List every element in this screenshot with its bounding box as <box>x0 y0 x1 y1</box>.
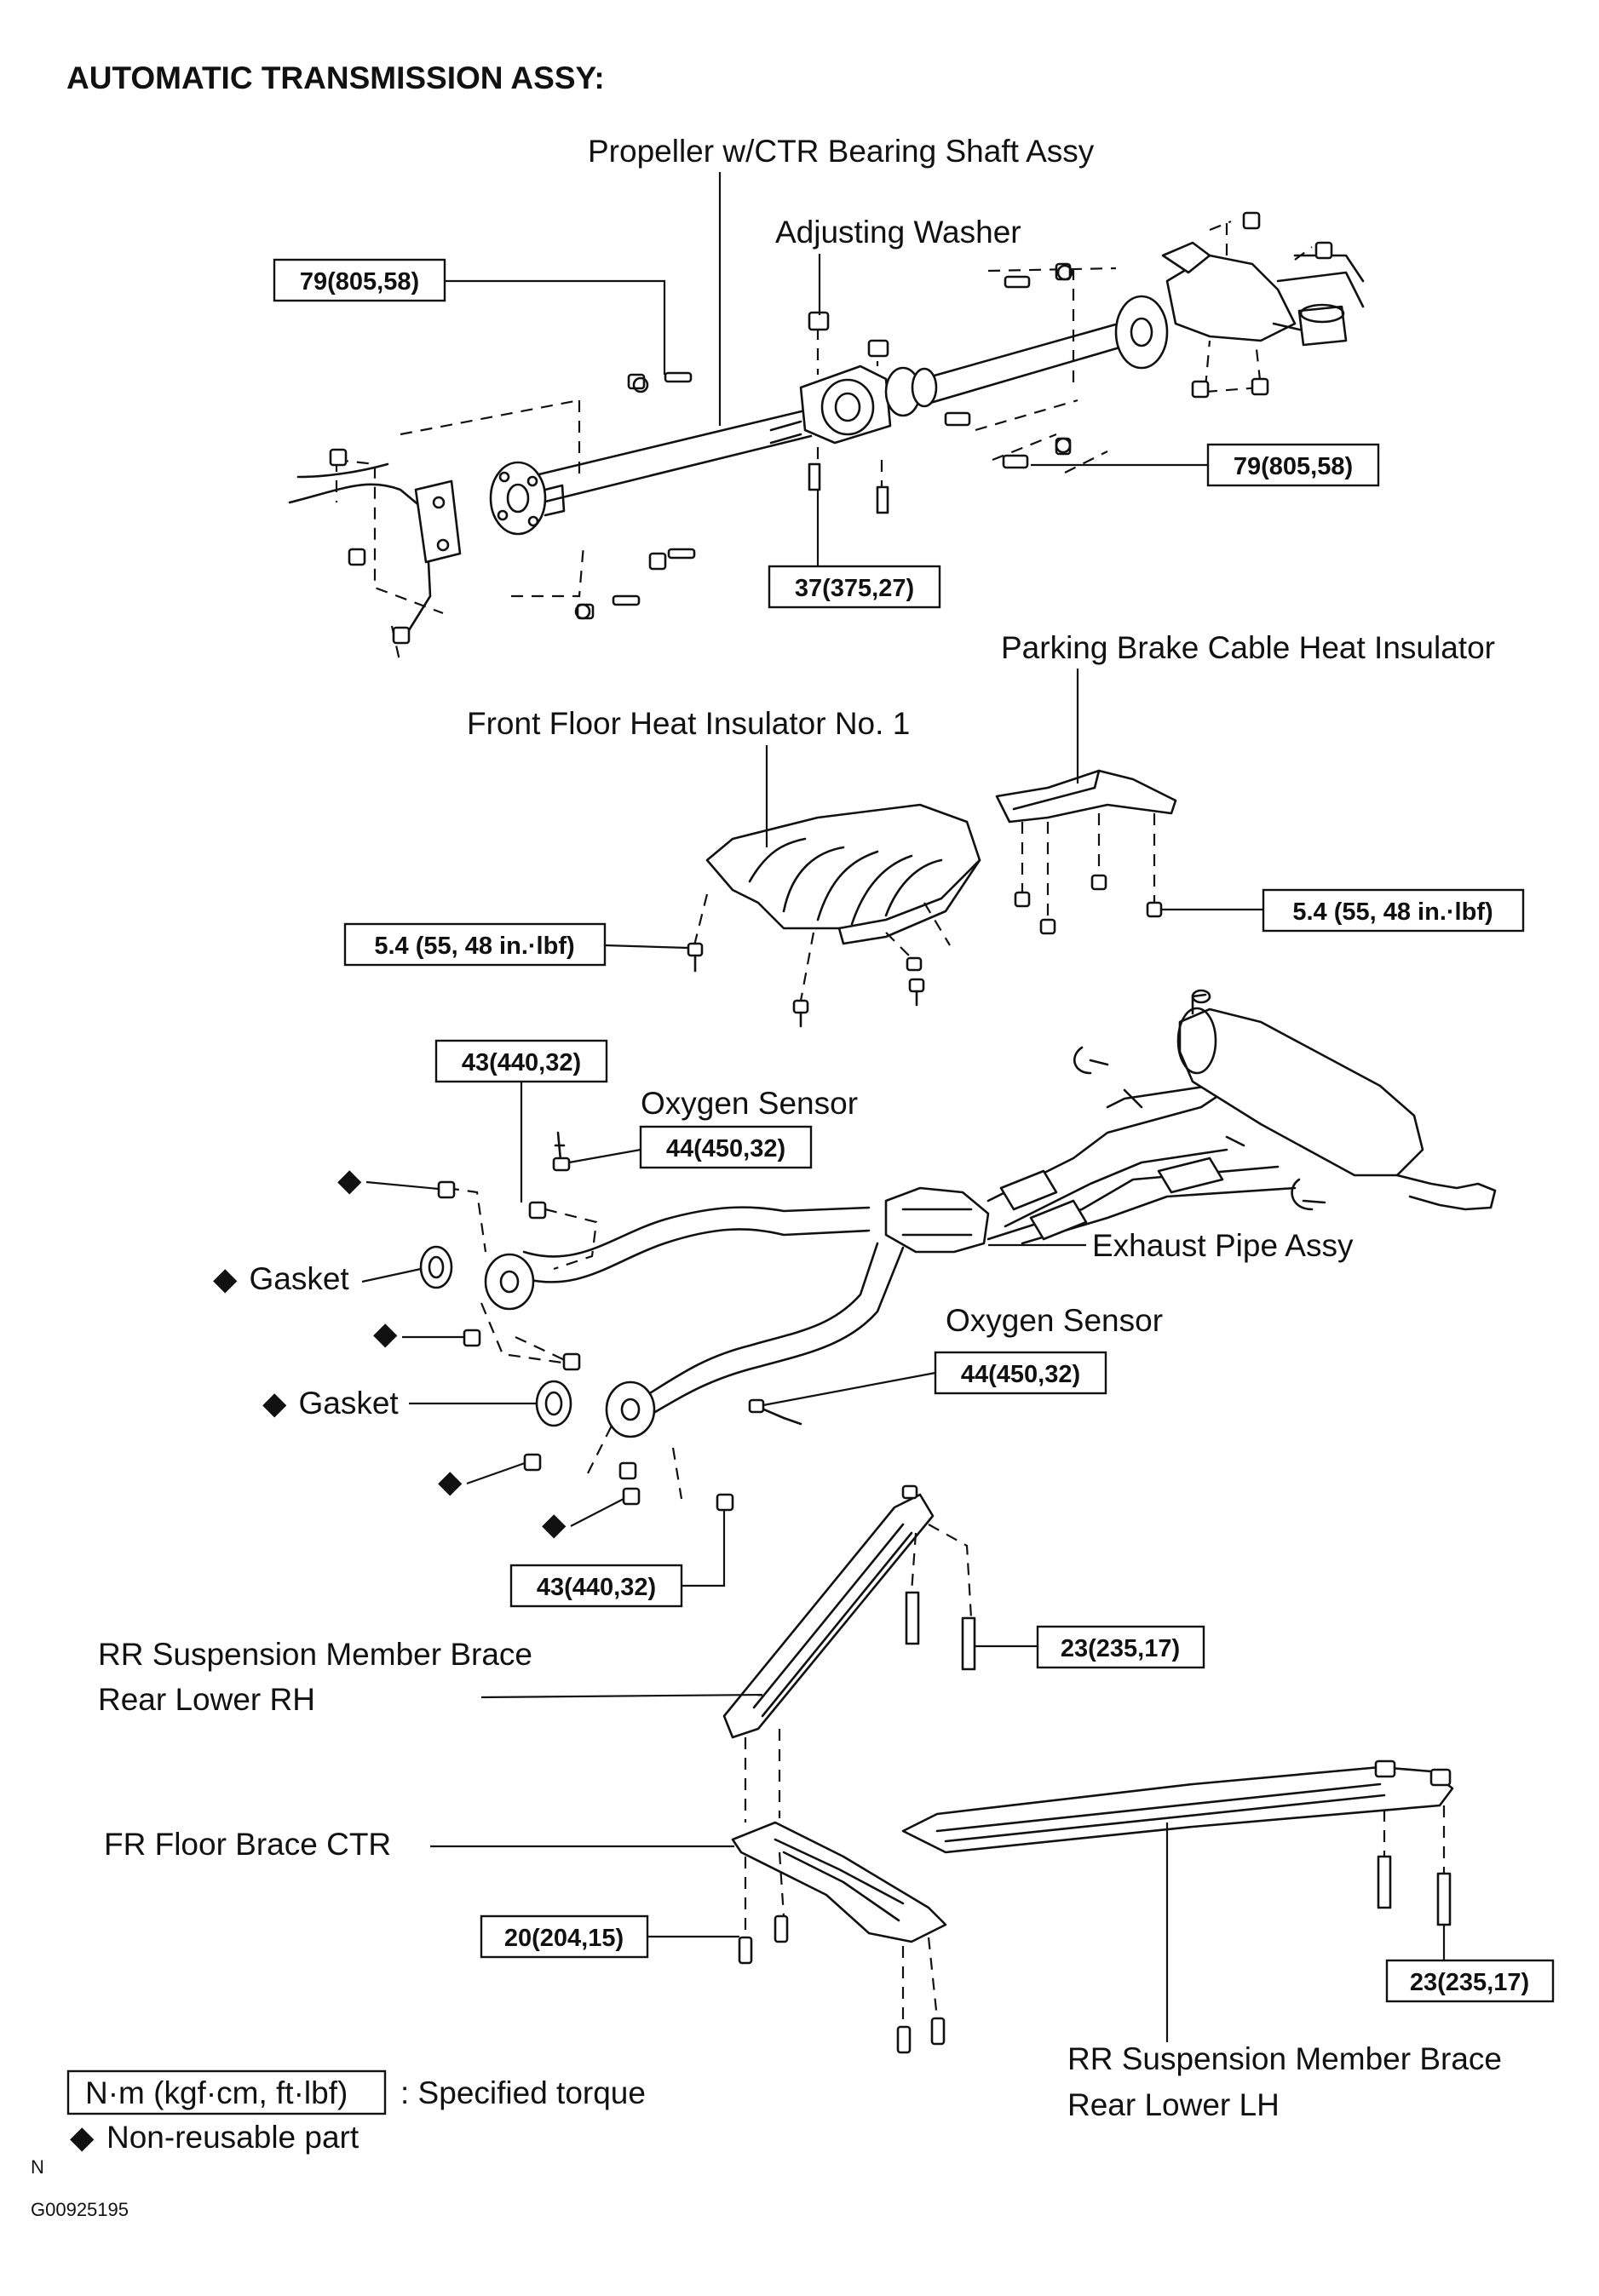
svg-text:43(440,32): 43(440,32) <box>537 1574 656 1601</box>
label-rr-brace-lh-line2: Rear Lower LH <box>1067 2087 1280 2122</box>
legend-nonreusable-text: Non‑reusable part <box>106 2120 359 2155</box>
label-gasket-1: ◆Gasket <box>213 1261 422 1296</box>
label-adjusting-washer: Adjusting Washer <box>775 215 1021 250</box>
torque-callout-floor-insulator: 5.4 (55, 48 in.·lbf) <box>343 922 689 967</box>
legend-torque-box <box>66 2069 387 2115</box>
exhaust-pipe-drawing <box>419 989 1497 1512</box>
rh-brace-drawing <box>722 1484 976 1822</box>
legend-diamond: ◆ <box>70 2120 95 2155</box>
legend-torque-units: N·m (kgf·cm, ft·lbf) <box>85 2075 348 2110</box>
figure-id: G00925195 <box>31 2199 129 2220</box>
torque-callout-prop-rear: 79(805,58) <box>1031 443 1380 487</box>
label-oxygen-sensor-1: Oxygen Sensor <box>641 1086 858 1121</box>
label-parking-brake-insulator: Parking Brake Cable Heat Insulator <box>1001 630 1495 665</box>
torque-callout-center-bearing: 37(375,27) <box>768 490 941 609</box>
legend: N·m (kgf·cm, ft·lbf) : Specified torque … <box>66 2069 646 2155</box>
svg-text:23(235,17): 23(235,17) <box>1410 1969 1529 1996</box>
legend-torque-text: : Specified torque <box>400 2075 646 2110</box>
torque-callout-exhaust-upper: 43(440,32) <box>434 1039 608 1203</box>
label-front-floor-insulator: Front Floor Heat Insulator No. 1 <box>467 706 910 741</box>
svg-text:◆Gasket: ◆Gasket <box>262 1386 399 1421</box>
svg-text:20(204,15): 20(204,15) <box>504 1925 624 1952</box>
svg-text:79(805,58): 79(805,58) <box>300 268 419 296</box>
label-exhaust-pipe: Exhaust Pipe Assy <box>1092 1228 1354 1263</box>
parking-brake-insulator-drawing <box>995 769 1177 935</box>
svg-text:43(440,32): 43(440,32) <box>462 1049 581 1076</box>
svg-text:◆Gasket: ◆Gasket <box>213 1261 349 1296</box>
label-rr-brace-lh-line1: RR Suspension Member Brace <box>1067 2041 1502 2076</box>
svg-text:◆: ◆ <box>373 1316 398 1351</box>
nonreusable-markers: ◆ ◆ ◆ ◆ <box>337 1162 624 1541</box>
svg-text:44(450,32): 44(450,32) <box>961 1361 1080 1388</box>
label-gasket-2: ◆Gasket <box>262 1386 537 1421</box>
svg-text:◆: ◆ <box>438 1464 463 1499</box>
label-fr-floor-brace: FR Floor Brace CTR <box>104 1827 391 1862</box>
torque-callout-lh-brace: 23(235,17) <box>1385 1925 1555 2003</box>
label-oxygen-sensor-2: Oxygen Sensor <box>946 1303 1163 1338</box>
propeller-shaft-drawing <box>288 211 1365 665</box>
svg-text:79(805,58): 79(805,58) <box>1234 453 1353 480</box>
torque-callout-fr-floor-brace: 20(204,15) <box>480 1914 739 1959</box>
diagram-title: AUTOMATIC TRANSMISSION ASSY: <box>66 60 605 95</box>
label-propeller-shaft: Propeller w/CTR Bearing Shaft Assy <box>588 134 1095 169</box>
label-rr-brace-rh-line1: RR Suspension Member Brace <box>98 1637 532 1672</box>
fr-floor-brace-drawing <box>731 1821 947 2054</box>
svg-text:37(375,27): 37(375,27) <box>795 575 914 602</box>
svg-text:5.4 (55, 48 in.·lbf): 5.4 (55, 48 in.·lbf) <box>374 933 574 960</box>
torque-callout-parking-insulator: 5.4 (55, 48 in.·lbf) <box>1161 888 1525 933</box>
torque-callout-o2-2: 44(450,32) <box>762 1351 1107 1407</box>
svg-text:23(235,17): 23(235,17) <box>1061 1635 1180 1662</box>
torque-callout-prop-front: 79(805,58) <box>273 258 666 375</box>
torque-callout-exhaust-lower: 43(440,32) <box>509 1510 726 1608</box>
label-rr-brace-rh-line2: Rear Lower RH <box>98 1682 315 1717</box>
floor-heat-insulator-drawing <box>687 803 981 1028</box>
svg-text:44(450,32): 44(450,32) <box>666 1135 785 1162</box>
lh-brace-drawing <box>901 1759 1454 1926</box>
north-marker: N <box>31 2156 44 2178</box>
svg-text:5.4 (55, 48 in.·lbf): 5.4 (55, 48 in.·lbf) <box>1292 898 1493 926</box>
svg-text:◆: ◆ <box>542 1507 567 1541</box>
torque-callout-rh-brace: 23(235,17) <box>975 1625 1205 1669</box>
torque-callout-o2-1: 44(450,32) <box>568 1125 813 1169</box>
svg-text:◆: ◆ <box>337 1162 362 1197</box>
